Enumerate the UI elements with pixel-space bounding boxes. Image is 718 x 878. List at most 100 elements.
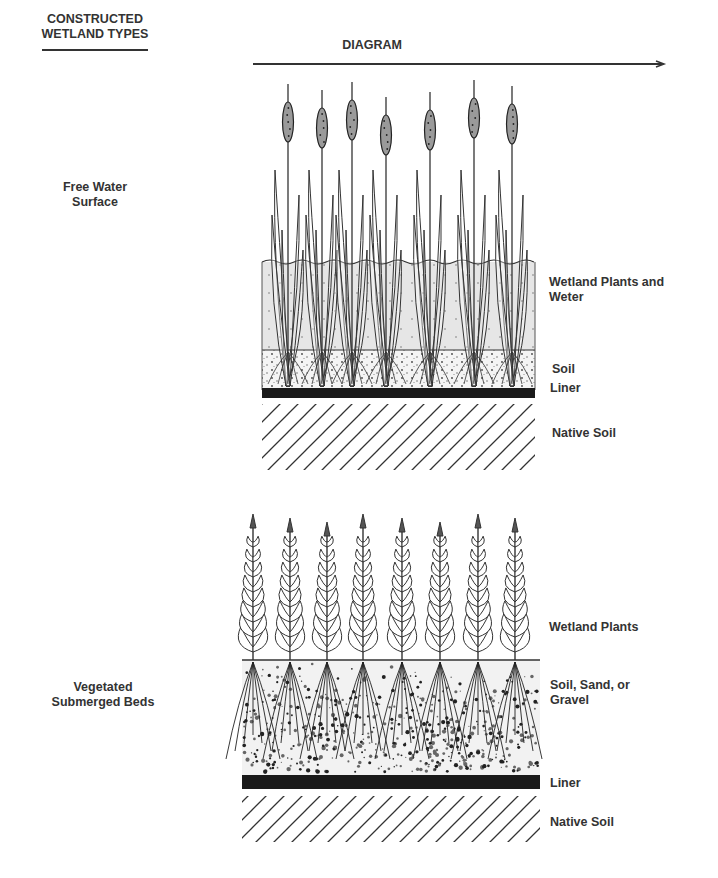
gravel-grain <box>300 743 302 745</box>
layer-label: Soil <box>552 362 632 377</box>
gravel-grain <box>290 748 293 751</box>
gravel-grain <box>361 751 363 753</box>
gravel-grain <box>308 696 311 699</box>
cattail-dot <box>386 148 388 150</box>
gravel-grain <box>470 732 474 736</box>
root <box>512 352 522 384</box>
gravel-grain <box>482 750 484 752</box>
cattail-dot <box>349 126 351 128</box>
gravel-grain <box>287 757 288 758</box>
gravel-grain <box>469 752 473 756</box>
plant-leaf <box>396 536 402 547</box>
plant-leaf <box>440 536 446 547</box>
gravel-grain <box>273 750 275 752</box>
gravel-grain <box>460 691 461 692</box>
layer-label: Native Soil <box>550 815 660 830</box>
gravel-grain <box>506 761 508 763</box>
gravel-grain <box>428 765 430 767</box>
cattail-dot <box>287 121 289 123</box>
layer-label: Soil, Sand, or Gravel <box>550 678 638 708</box>
root <box>288 352 308 384</box>
layer-label: Liner <box>550 776 630 791</box>
gravel-grain <box>299 768 302 771</box>
gravel-grain <box>419 703 422 706</box>
gravel-grain <box>461 756 464 759</box>
plant-leaf <box>402 549 409 562</box>
gravel-grain <box>304 685 307 688</box>
gravel-grain <box>450 726 453 729</box>
gravel-grain <box>416 720 418 722</box>
gravel-grain <box>425 762 428 765</box>
root <box>327 662 354 759</box>
gravel-grain <box>441 720 445 724</box>
gravel-grain <box>436 749 439 752</box>
gravel-grain <box>498 702 499 703</box>
gravel-grain <box>261 675 262 676</box>
gravel-grain <box>534 742 537 745</box>
gravel-grain <box>289 688 292 691</box>
plant-leaf <box>392 575 402 592</box>
gravel-grain <box>431 704 433 706</box>
plant-leaf <box>505 575 515 592</box>
gravel-grain <box>369 742 371 744</box>
gravel-grain <box>469 765 472 768</box>
cattail-dot <box>353 119 355 121</box>
gravel-grain <box>459 766 463 770</box>
header-rule-tip <box>656 61 664 67</box>
gravel-grain <box>353 732 354 733</box>
gravel-grain <box>463 735 464 736</box>
gravel-grain <box>249 710 251 712</box>
wetland-type: Vegetated Submerged Beds <box>38 680 168 710</box>
plant-tip <box>360 514 366 528</box>
gravel-grain <box>267 694 270 697</box>
gravel-grain <box>321 727 324 730</box>
plant-leaf <box>353 575 363 592</box>
cattail-dot <box>429 136 431 138</box>
plant-leaf <box>478 549 485 562</box>
gravel-grain <box>245 758 249 762</box>
gravel-grain <box>508 754 511 757</box>
gravel-grain <box>502 760 505 763</box>
gravel-grain <box>250 763 253 766</box>
gravel-grain <box>296 706 300 710</box>
gravel-grain <box>272 767 274 769</box>
gravel-grain <box>396 737 398 739</box>
bed-surface <box>242 659 540 660</box>
plant-leaf <box>433 549 440 562</box>
root <box>363 662 381 751</box>
plant-leaf <box>515 562 524 577</box>
gravel-grain <box>430 710 433 713</box>
gravel-grain <box>332 757 334 759</box>
gravel-grain <box>361 742 364 745</box>
root <box>290 662 308 751</box>
root <box>268 352 288 384</box>
gravel-grain <box>438 763 441 766</box>
cattail-dot <box>474 117 476 119</box>
cattail-dot <box>286 114 288 116</box>
gravel-grain <box>347 760 349 762</box>
gravel-grain <box>367 715 369 717</box>
gravel-grain <box>524 736 526 738</box>
cattail-dot <box>350 105 352 107</box>
gravel-grain <box>400 765 402 767</box>
gravel-grain <box>383 722 386 725</box>
gravel-grain <box>444 740 446 742</box>
gravel-grain <box>281 722 283 724</box>
root <box>413 662 440 759</box>
cattail-dot <box>288 135 290 137</box>
gravel-grain <box>464 736 466 738</box>
plant-leaf <box>253 562 262 577</box>
gravel-grain <box>375 743 377 745</box>
plant-leaf <box>280 575 290 592</box>
gravel-grain <box>516 770 518 772</box>
gravel-grain <box>378 696 382 700</box>
gravel-grain <box>464 705 467 708</box>
gravel-grain <box>281 762 282 763</box>
gravel-grain <box>446 770 449 773</box>
root <box>332 352 352 384</box>
gravel-grain <box>425 763 427 765</box>
plant-leaf <box>395 549 402 562</box>
gravel-grain <box>319 733 323 737</box>
root <box>478 662 479 735</box>
gravel-grain <box>308 761 310 763</box>
